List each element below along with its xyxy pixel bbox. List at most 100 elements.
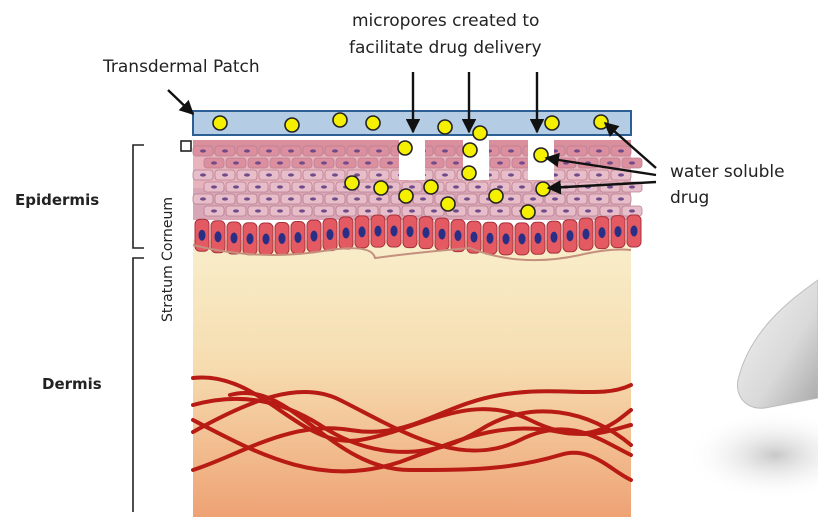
drug-particle <box>489 189 503 203</box>
drug-particle <box>536 182 550 196</box>
cell-nucleus <box>310 197 316 200</box>
cell-nucleus <box>574 149 580 152</box>
cell-nucleus <box>607 185 613 188</box>
cell-nucleus <box>354 149 360 152</box>
water-soluble-label-line1: water soluble <box>670 162 785 182</box>
patch-label: Transdermal Patch <box>102 57 260 77</box>
cell-nucleus <box>615 226 622 237</box>
cell-nucleus <box>431 161 437 164</box>
cell-nucleus <box>563 209 569 212</box>
cell-nucleus <box>585 209 591 212</box>
cell-nucleus <box>354 197 360 200</box>
drug-particle <box>345 176 359 190</box>
cell-nucleus <box>211 209 217 212</box>
drug-particle <box>473 126 487 140</box>
cell-nucleus <box>551 232 558 243</box>
drug-particle <box>285 118 299 132</box>
drug-particle <box>441 197 455 211</box>
cell-nucleus <box>311 231 318 242</box>
cell-nucleus <box>618 197 624 200</box>
cell-nucleus <box>376 197 382 200</box>
cell-nucleus <box>279 233 286 244</box>
cell-nucleus <box>266 149 272 152</box>
cell-nucleus <box>453 209 459 212</box>
cell-nucleus <box>288 173 294 176</box>
dermis-bracket <box>133 258 144 512</box>
cell-nucleus <box>530 197 536 200</box>
cell-nucleus <box>277 185 283 188</box>
dermis-layer <box>193 240 631 517</box>
cell-nucleus <box>211 185 217 188</box>
cell-nucleus <box>631 226 638 237</box>
drug-particle <box>366 116 380 130</box>
cell-nucleus <box>607 161 613 164</box>
cell-nucleus <box>255 161 261 164</box>
epidermis-bracket <box>133 145 144 248</box>
cell-nucleus <box>574 173 580 176</box>
drug-particle <box>213 116 227 130</box>
patch-arrow <box>168 90 193 114</box>
cell-nucleus <box>442 173 448 176</box>
cell-nucleus <box>200 173 206 176</box>
cell-nucleus <box>420 197 426 200</box>
cell-nucleus <box>299 161 305 164</box>
cell-nucleus <box>365 161 371 164</box>
cell-nucleus <box>519 233 526 244</box>
stratum-corneum-label: Stratum Corneum <box>160 197 176 322</box>
cell-nucleus <box>359 226 366 237</box>
cell-nucleus <box>607 209 613 212</box>
drug-particle <box>521 205 535 219</box>
epidermis-label: Epidermis <box>15 191 99 209</box>
cell-nucleus <box>471 232 478 243</box>
cell-nucleus <box>574 197 580 200</box>
cell-nucleus <box>211 161 217 164</box>
cell-nucleus <box>453 185 459 188</box>
cell-nucleus <box>475 209 481 212</box>
cell-nucleus <box>332 173 338 176</box>
drug-particle <box>594 115 608 129</box>
cell-nucleus <box>310 149 316 152</box>
cell-nucleus <box>332 197 338 200</box>
cell-nucleus <box>464 197 470 200</box>
cell-nucleus <box>288 149 294 152</box>
cell-nucleus <box>295 232 302 243</box>
cell-nucleus <box>299 209 305 212</box>
stratum-marker <box>181 141 191 151</box>
cell-nucleus <box>519 185 525 188</box>
cell-nucleus <box>497 209 503 212</box>
cell-nucleus <box>233 209 239 212</box>
cell-nucleus <box>263 233 270 244</box>
cell-nucleus <box>299 185 305 188</box>
drug-particle <box>398 141 412 155</box>
cell-nucleus <box>321 185 327 188</box>
cell-nucleus <box>497 161 503 164</box>
cell-nucleus <box>629 209 635 212</box>
drug-particle <box>333 113 347 127</box>
cell-nucleus <box>200 149 206 152</box>
drug-particle <box>374 181 388 195</box>
cell-nucleus <box>233 161 239 164</box>
cell-nucleus <box>487 233 494 244</box>
cell-nucleus <box>343 209 349 212</box>
cell-nucleus <box>215 231 222 242</box>
cell-nucleus <box>327 229 334 240</box>
cell-nucleus <box>310 173 316 176</box>
dermis-label: Dermis <box>42 375 102 393</box>
cell-nucleus <box>407 226 414 237</box>
cell-nucleus <box>387 161 393 164</box>
cell-nucleus <box>583 229 590 240</box>
micropores-label-line1: micropores created to <box>352 11 539 31</box>
cell-nucleus <box>266 173 272 176</box>
drug-particle <box>545 116 559 130</box>
cell-nucleus <box>535 233 542 244</box>
cell-nucleus <box>503 233 510 244</box>
cell-nucleus <box>391 226 398 237</box>
device-illustration <box>685 280 818 500</box>
cell-nucleus <box>244 149 250 152</box>
drug-particle <box>462 166 476 180</box>
cell-nucleus <box>277 209 283 212</box>
cell-nucleus <box>199 230 206 241</box>
cell-nucleus <box>508 149 514 152</box>
